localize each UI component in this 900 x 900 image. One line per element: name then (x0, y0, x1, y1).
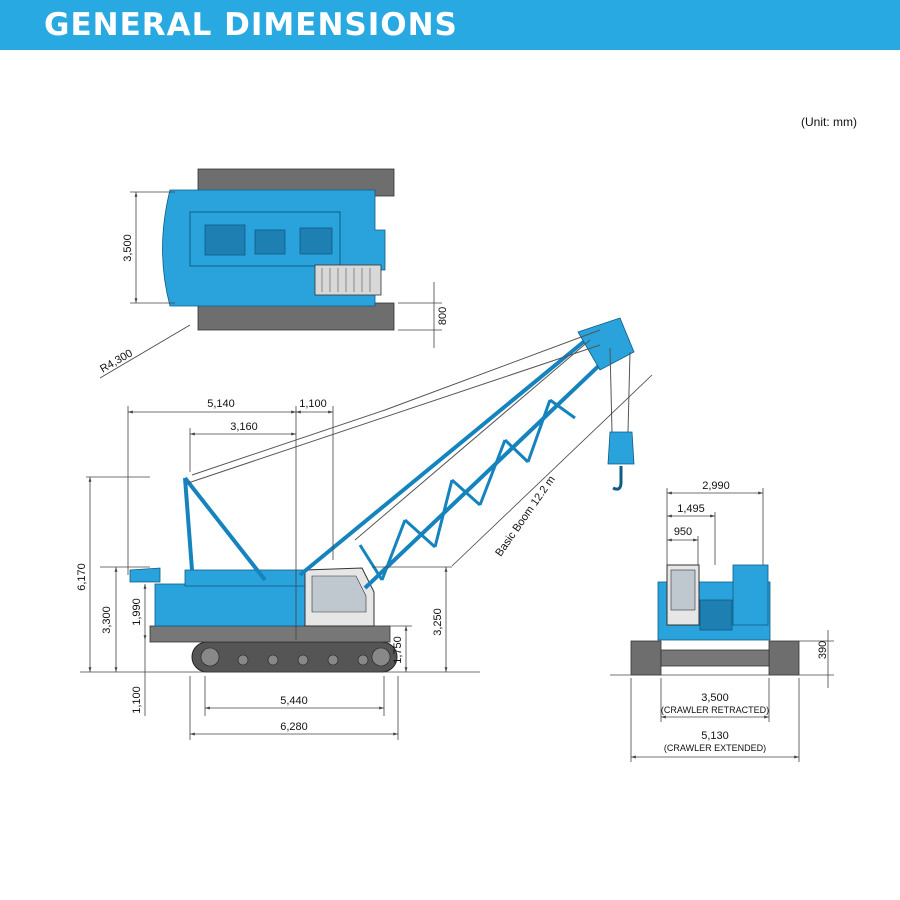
top-view-grille (321, 268, 371, 292)
label-2990: 2,990 (702, 480, 730, 492)
top-view-deck-part (204, 224, 246, 256)
side-boom-head (577, 317, 635, 371)
label-5140: 5,140 (207, 398, 235, 410)
side-rear-tip (129, 567, 161, 583)
dim-line-radius (99, 324, 191, 379)
label-3160: 3,160 (230, 421, 258, 433)
label-radius: R4,300 (98, 347, 135, 375)
label-950: 950 (674, 526, 692, 538)
top-view-crawler-lower (197, 302, 395, 331)
top-view-deck-part (254, 229, 286, 255)
side-gantry-brace (183, 476, 267, 582)
rear-crawler-left (630, 640, 662, 676)
label-1990: 1,990 (131, 598, 143, 626)
rear-car-body (660, 649, 770, 667)
side-upper-deck (184, 569, 306, 587)
label-3500-rear: 3,500 (701, 692, 729, 704)
label-1100-bottom: 1,100 (131, 686, 143, 714)
side-boom-lower-chord (298, 328, 600, 577)
page-title: GENERAL DIMENSIONS (44, 7, 458, 43)
label-1750: 1,750 (392, 636, 404, 664)
label-1100-top: 1,100 (299, 398, 327, 410)
dim-line-boom (451, 374, 653, 567)
side-car-body (149, 625, 391, 643)
side-crawler-rollers (200, 647, 391, 667)
label-1495: 1,495 (677, 503, 705, 515)
side-gantry (183, 477, 194, 571)
rear-view: 2,990 1,495 950 390 3,500 (CRAWLER RETRA… (610, 480, 834, 762)
rear-engine (699, 599, 733, 631)
label-3250: 3,250 (432, 608, 444, 636)
side-hook-block (607, 431, 635, 465)
rear-cab-window (670, 569, 696, 611)
label-3300: 3,300 (101, 606, 113, 634)
side-hook-rope-2 (627, 351, 631, 433)
label-800: 800 (437, 307, 449, 325)
label-5440: 5,440 (280, 695, 308, 707)
hook-icon (612, 466, 623, 491)
top-view-deck-part (299, 227, 333, 255)
label-390: 390 (817, 641, 829, 659)
side-view: 5,140 1,100 3,160 6,170 3,300 1,990 1,10… (76, 317, 653, 740)
label-5130: 5,130 (701, 730, 729, 742)
side-hook-rope (609, 347, 613, 433)
rear-gantry (732, 564, 769, 626)
label-6280: 6,280 (280, 721, 308, 733)
label-boom: Basic Boom 12.2 m (493, 474, 558, 559)
rear-crawler-right (768, 640, 800, 676)
header-banner: GENERAL DIMENSIONS (0, 0, 900, 50)
unit-note: (Unit: mm) (801, 115, 857, 129)
top-view-boom-foot (314, 264, 382, 296)
label-3500-top: 3,500 (122, 234, 134, 262)
note-crawler-extended: (CRAWLER EXTENDED) (664, 743, 766, 753)
side-pendant-rope (191, 329, 601, 476)
side-boom-lacing (358, 398, 576, 581)
side-cab-window (311, 575, 367, 613)
top-view: 3,500 800 R4,300 (98, 168, 449, 379)
note-crawler-retracted: (CRAWLER RETRACTED) (661, 705, 769, 715)
side-hoist-rope (354, 339, 591, 541)
side-counterweight (154, 583, 306, 627)
side-pendant-rope-2 (187, 344, 601, 484)
label-6170: 6,170 (76, 563, 88, 591)
top-view-engine-frame (189, 211, 341, 267)
